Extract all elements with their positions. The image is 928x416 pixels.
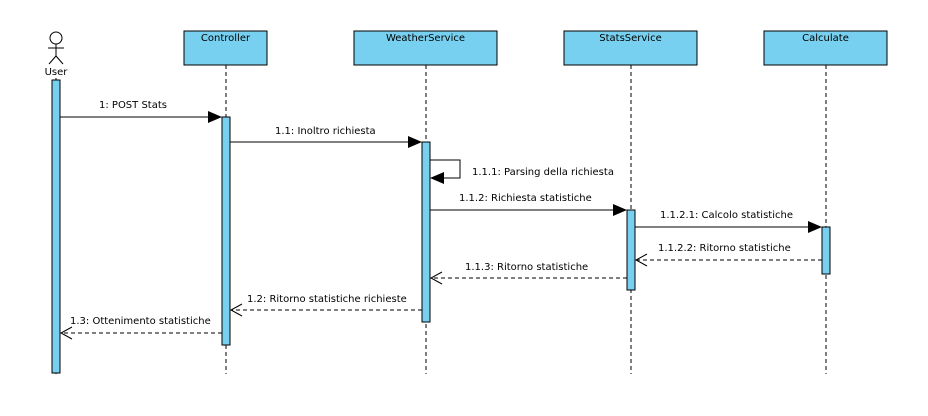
arrowhead-icon: [408, 136, 422, 148]
open-arrowhead-icon: [634, 253, 648, 267]
participant-label: Controller: [201, 33, 251, 44]
participant-box: [353, 30, 498, 66]
message-ottenimento-statistiche: 1.3: Ottenimento statistiche: [59, 316, 222, 340]
message-label: 1.3: Ottenimento statistiche: [70, 316, 211, 327]
arrowhead-icon: [208, 111, 222, 123]
message-label: 1.1.2.1: Calcolo statistiche: [660, 210, 793, 221]
message-parsing-richiesta: 1.1.1: Parsing della richiesta: [430, 159, 614, 184]
message-ritorno-statistiche-stats: 1.1.3: Ritorno statistiche: [429, 262, 627, 285]
arrowhead-icon: [808, 221, 822, 233]
message-label: 1.1.2.2: Ritorno statistiche: [658, 243, 791, 254]
message-calcolo-statistiche: 1.1.2.1: Calcolo statistiche: [635, 210, 822, 233]
activation-controller: [221, 116, 231, 346]
message-label: 1.1.2: Richiesta statistiche: [459, 193, 592, 204]
activation-user: [51, 79, 61, 374]
message-ritorno-statistiche-calc: 1.1.2.2: Ritorno statistiche: [634, 243, 822, 267]
participant-weatherservice: WeatherService: [353, 30, 498, 66]
open-arrowhead-icon: [59, 326, 73, 340]
open-arrowhead-icon: [429, 271, 443, 285]
actor-label: User: [45, 67, 69, 78]
message-label: 1.1: Inoltro richiesta: [275, 126, 376, 137]
message-post-stats: 1: POST Stats: [60, 100, 222, 123]
message-ritorno-statistiche-richieste: 1.2: Ritorno statistiche richieste: [229, 294, 422, 317]
message-richiesta-statistiche: 1.1.2: Richiesta statistiche: [430, 193, 627, 216]
stick-figure-icon: [48, 31, 64, 65]
participant-box: [183, 30, 268, 66]
activation-calculate: [821, 226, 831, 275]
arrowhead-icon: [430, 172, 444, 184]
participant-label: StatsService: [599, 33, 662, 44]
message-label: 1.1.3: Ritorno statistiche: [465, 262, 588, 273]
participant-label: Calculate: [802, 33, 849, 44]
actor-user: User: [45, 31, 69, 78]
activation-weatherservice: [421, 141, 431, 323]
message-inoltro-richiesta: 1.1: Inoltro richiesta: [230, 126, 422, 148]
participant-calculate: Calculate: [763, 30, 888, 66]
participant-statsservice: StatsService: [563, 30, 698, 66]
participant-controller: Controller: [183, 30, 268, 66]
participant-label: WeatherService: [386, 33, 465, 44]
activation-statsservice: [626, 209, 636, 291]
participant-box: [563, 30, 698, 66]
arrowhead-icon: [613, 204, 627, 216]
message-label: 1.1.1: Parsing della richiesta: [472, 167, 614, 178]
open-arrowhead-icon: [229, 303, 243, 317]
message-label: 1: POST Stats: [99, 100, 167, 111]
message-label: 1.2: Ritorno statistiche richieste: [247, 294, 407, 305]
